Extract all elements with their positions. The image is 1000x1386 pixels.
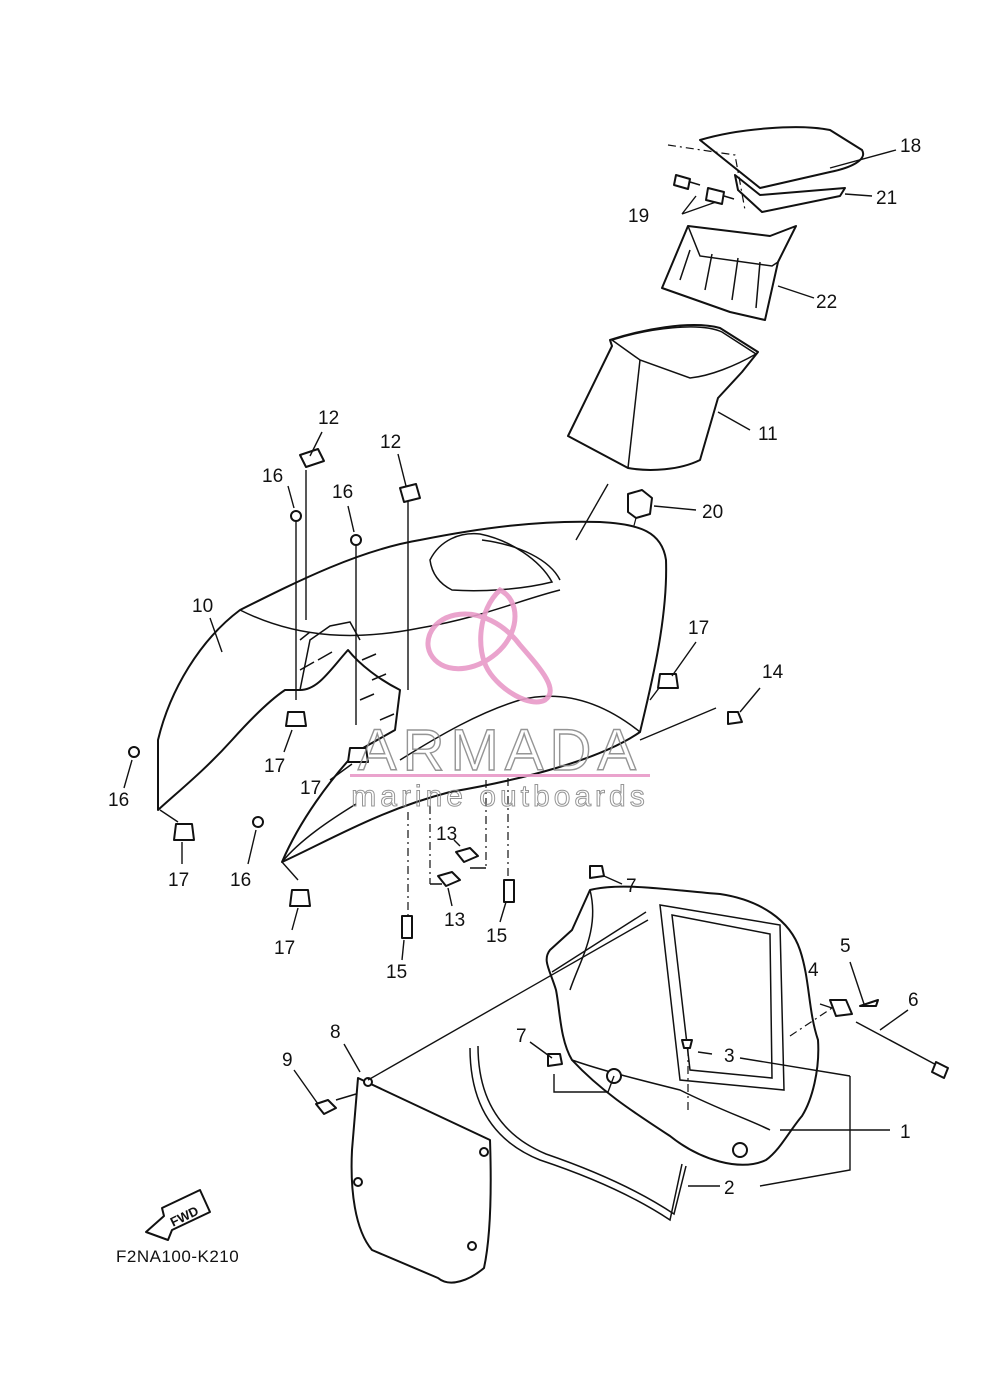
callout-7b: 7 — [516, 1026, 527, 1047]
watermark-divider — [350, 774, 650, 777]
callout-numbers: 1 2 3 4 5 6 7 7 8 9 10 11 12 12 13 13 14… — [108, 136, 921, 1199]
callout-22: 22 — [816, 292, 837, 313]
callout-16c: 16 — [108, 790, 129, 811]
callout-10: 10 — [192, 596, 213, 617]
fastener-parts — [789, 999, 949, 1079]
callout-6: 6 — [908, 990, 919, 1011]
tub-part — [545, 885, 890, 1166]
callout-2: 2 — [724, 1178, 735, 1199]
callout-14: 14 — [762, 662, 784, 683]
lid-top-part — [667, 126, 865, 213]
callout-13a: 13 — [436, 824, 457, 845]
callout-4: 4 — [808, 960, 819, 981]
callout-9: 9 — [282, 1050, 293, 1071]
callout-17e: 17 — [274, 938, 295, 959]
pin-part — [681, 1039, 851, 1112]
storage-liner-part — [661, 225, 797, 321]
screw-9-part — [315, 1093, 357, 1115]
panel-part — [350, 919, 649, 1284]
callout-8: 8 — [330, 1022, 341, 1043]
bolt-15-parts — [401, 711, 743, 939]
grommet-17-parts — [173, 673, 679, 907]
callout-21: 21 — [876, 188, 897, 209]
callout-5: 5 — [840, 936, 851, 957]
watermark-subtitle: marine outboards — [351, 780, 648, 813]
callout-11: 11 — [758, 424, 778, 445]
rear-cover-part — [157, 520, 668, 863]
callout-19: 19 — [628, 206, 649, 227]
fwd-arrow-icon: FWD — [145, 1189, 211, 1241]
screw-16-parts — [128, 510, 362, 828]
callout-12a: 12 — [318, 408, 339, 429]
nut-13-parts — [437, 847, 479, 887]
callout-17a: 17 — [688, 618, 709, 639]
watermark-title: ARMADA — [358, 718, 642, 783]
clip-12-parts — [299, 448, 421, 503]
callout-leaders — [123, 149, 909, 1105]
callout-7a: 7 — [626, 876, 637, 897]
watermark-logo-icon — [425, 586, 553, 705]
callout-20: 20 — [702, 502, 723, 523]
armada-watermark: ARMADA marine outboards — [350, 586, 650, 814]
diagram-code: F2NA100-K210 — [116, 1247, 239, 1266]
callout-17c: 17 — [300, 778, 321, 799]
callout-18: 18 — [900, 136, 921, 157]
storage-bin-part — [567, 324, 759, 471]
callout-12b: 12 — [380, 432, 401, 453]
seal-strip-part — [469, 1045, 851, 1222]
callout-13b: 13 — [444, 910, 465, 931]
callout-16a: 16 — [262, 466, 283, 487]
callout-3: 3 — [724, 1046, 735, 1067]
callout-17d: 17 — [168, 870, 189, 891]
callout-15b: 15 — [486, 926, 507, 947]
callout-15a: 15 — [386, 962, 407, 983]
callout-16d: 16 — [230, 870, 251, 891]
callout-17b: 17 — [264, 756, 285, 777]
latch-part — [673, 174, 735, 205]
callout-16b: 16 — [332, 482, 353, 503]
callout-1: 1 — [900, 1122, 911, 1143]
